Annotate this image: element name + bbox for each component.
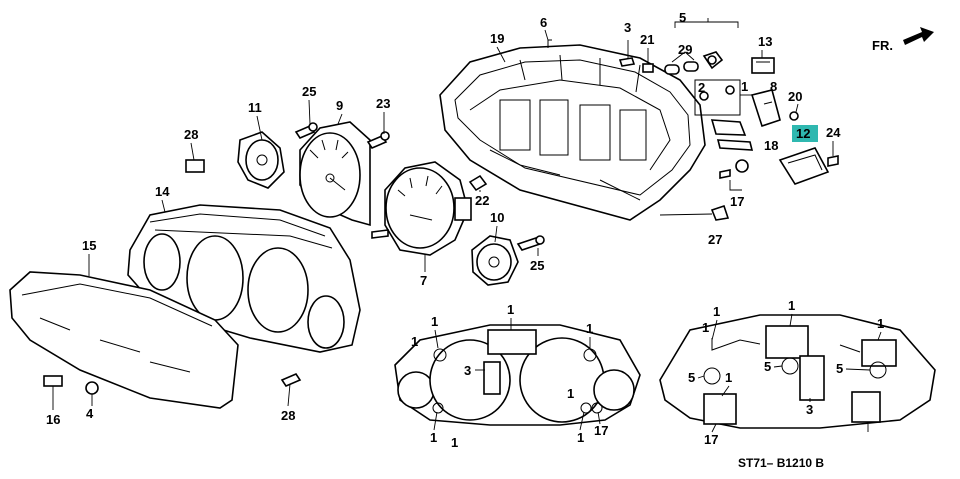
- callout-labels: 6 19 3 21 29 5 13 2 1 8 20 12 24 18 17 2…: [46, 10, 884, 450]
- meter-lens: [9, 271, 239, 409]
- callout-1-front-center: 1: [567, 386, 574, 401]
- callout-7: 7: [420, 273, 427, 288]
- callout-1-front-right: 1: [586, 321, 593, 336]
- callout-5: 5: [679, 10, 686, 25]
- meter-case-assembly: [439, 39, 706, 221]
- callout-12: 12: [796, 126, 810, 141]
- callout-1-rear-mid: 1: [725, 370, 732, 385]
- front-arrow-icon: [903, 27, 934, 45]
- circuit-rear-view: [659, 314, 936, 429]
- callout-1-top: 1: [741, 79, 748, 94]
- leader-lines: [52, 29, 882, 433]
- callout-25-bottom: 25: [530, 258, 544, 273]
- callout-4: 4: [86, 406, 94, 421]
- callout-21: 21: [640, 32, 654, 47]
- screws: [185, 122, 545, 387]
- callout-13: 13: [758, 34, 772, 49]
- temperature-gauge: [471, 235, 519, 286]
- callout-5-rear-left: 5: [688, 370, 695, 385]
- callout-28-top: 28: [184, 127, 198, 142]
- callout-1-front-br: 1: [577, 430, 584, 445]
- callout-2: 2: [698, 80, 705, 95]
- callout-1-front-top: 1: [507, 302, 514, 317]
- callout-3-front: 3: [464, 363, 471, 378]
- callout-1-front-left: 1: [431, 314, 438, 329]
- callout-25-top: 25: [302, 84, 316, 99]
- callout-17-rear: 17: [704, 432, 718, 447]
- callout-28-bottom: 28: [281, 408, 295, 423]
- callout-1-rear-left: 1: [713, 304, 720, 319]
- callout-23: 23: [376, 96, 390, 111]
- callout-20: 20: [788, 89, 802, 104]
- callout-18: 18: [764, 138, 778, 153]
- tachometer-gauge: [371, 161, 472, 256]
- callout-1-front-bl-2: 1: [451, 435, 458, 450]
- callout-17-front: 17: [594, 423, 608, 438]
- callout-19: 19: [490, 31, 504, 46]
- callout-11: 11: [248, 100, 262, 115]
- callout-24: 24: [826, 125, 841, 140]
- callout-22: 22: [475, 193, 489, 208]
- callout-14: 14: [155, 184, 170, 199]
- callout-5-rear-right: 5: [836, 361, 843, 376]
- direction-text: FR.: [872, 38, 893, 53]
- callout-3-rear: 3: [806, 402, 813, 417]
- fuel-gauge: [237, 131, 285, 189]
- speedometer-gauge: [299, 121, 371, 227]
- callout-16: 16: [46, 412, 60, 427]
- callout-9: 9: [336, 98, 343, 113]
- circuit-front-view: [394, 324, 641, 426]
- callout-10: 10: [490, 210, 504, 225]
- callout-1-rear-right: 1: [877, 316, 884, 331]
- diagram-code: ST71– B1210 B: [738, 456, 824, 470]
- callout-29: 29: [678, 42, 692, 57]
- bulb-and-socket-parts: [618, 18, 839, 221]
- callout-17-top: 17: [730, 194, 744, 209]
- callout-8: 8: [770, 79, 777, 94]
- front-direction-marker: FR.: [872, 27, 934, 53]
- callout-6: 6: [540, 15, 547, 30]
- callout-1-front-left-2: 1: [411, 334, 418, 349]
- callout-27: 27: [708, 232, 722, 247]
- callout-1-front-bl: 1: [430, 430, 437, 445]
- callout-1-rear-top: 1: [788, 298, 795, 313]
- callout-1-rear-left-2: 1: [702, 320, 709, 335]
- part-12-highlight: [792, 125, 818, 142]
- callout-3: 3: [624, 20, 631, 35]
- callout-5-rear-center: 5: [764, 359, 771, 374]
- callout-15: 15: [82, 238, 96, 253]
